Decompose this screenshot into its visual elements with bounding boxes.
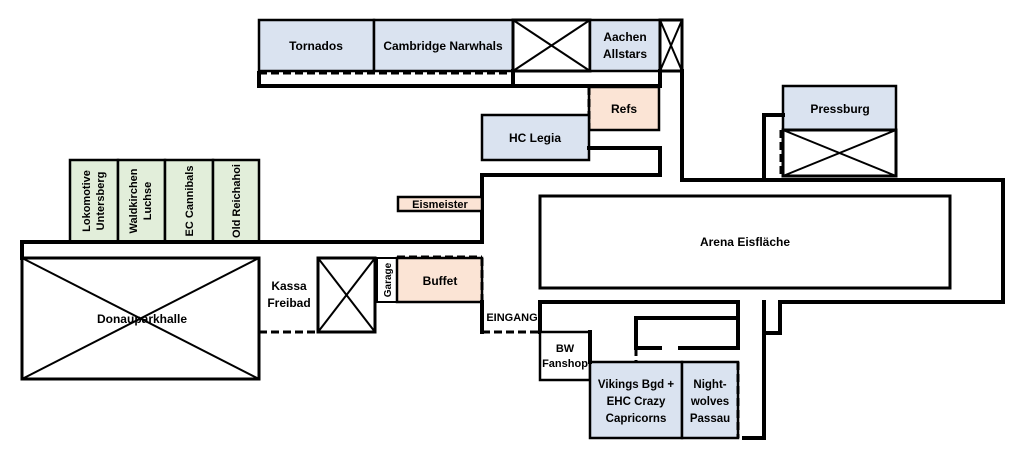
kassa-label-2: Freibad	[267, 296, 310, 310]
room-eismeister-label: Eismeister	[412, 199, 468, 211]
kassa-label-1: Kassa	[271, 279, 307, 293]
night-label-1: Night-	[693, 379, 726, 391]
room-cannibals-label: EC Cannibals	[184, 166, 196, 237]
room-refs-label: Refs	[611, 102, 637, 116]
room-aachen-label-1: Aachen	[603, 30, 646, 44]
vik-label-1: Vikings Bgd +	[598, 379, 674, 391]
room-cambridge-label: Cambridge Narwhals	[383, 39, 503, 53]
room-wald-label-1: Waldkirchen	[128, 168, 140, 233]
storage-crossed-top	[511, 18, 592, 73]
wall-bottom-right	[742, 331, 766, 440]
room-wald-label-2: Luchse	[142, 182, 154, 221]
room-pressburg-label: Pressburg	[810, 102, 869, 116]
room-old-reichahoi[interactable]	[211, 158, 261, 244]
storage-crossed-middle	[316, 256, 377, 334]
wall-lower-corridor-2	[678, 316, 740, 350]
room-aachen-label-2: Allstars	[603, 47, 647, 61]
buffet-label: Buffet	[423, 274, 458, 288]
garage-label: Garage	[383, 262, 394, 297]
room-lokomotive-untersberg[interactable]	[68, 158, 120, 244]
storage-crossed-small	[658, 18, 684, 73]
arena-ice-surface[interactable]	[538, 194, 952, 290]
room-cambridge-narwhals[interactable]	[372, 18, 515, 73]
room-hc-legia-label: HC Legia	[509, 131, 561, 145]
wall-main-hall	[680, 178, 1005, 335]
room-refs[interactable]	[587, 85, 661, 132]
wall-left-corridor	[20, 240, 484, 260]
night-label-2: wolves	[690, 396, 729, 408]
room-aachen-allstars[interactable]	[588, 18, 662, 73]
bw-label-1: BW	[556, 343, 575, 355]
eingang-label: EINGANG	[486, 312, 537, 324]
arena-label: Arena Eisfläche	[700, 235, 790, 249]
room-tornados-label: Tornados	[289, 39, 343, 53]
room-bw-fanshop[interactable]	[538, 330, 592, 382]
donau-label: Donauparkhalle	[97, 312, 187, 326]
room-reichahoi-label: Old Reichahoi	[231, 164, 243, 238]
storage-crossed-pressburg	[781, 128, 898, 178]
room-lok-label-1: Lokomotive	[81, 170, 93, 232]
room-donauparkhalle[interactable]	[20, 256, 261, 381]
room-vikings-crazy-capricorns[interactable]	[588, 360, 684, 440]
room-tornados[interactable]	[257, 18, 376, 73]
bw-label-2: Fanshop	[542, 358, 588, 370]
night-label-3: Passau	[690, 413, 730, 425]
wall-top-corridor	[257, 69, 662, 88]
vik-label-2: EHC Crazy	[607, 396, 666, 408]
room-hc-legia[interactable]	[480, 113, 591, 162]
room-pressburg[interactable]	[781, 84, 898, 132]
room-eismeister[interactable]	[396, 195, 484, 213]
room-lok-label-2: Untersberg	[95, 172, 107, 231]
vik-label-3: Capricorns	[606, 413, 667, 425]
